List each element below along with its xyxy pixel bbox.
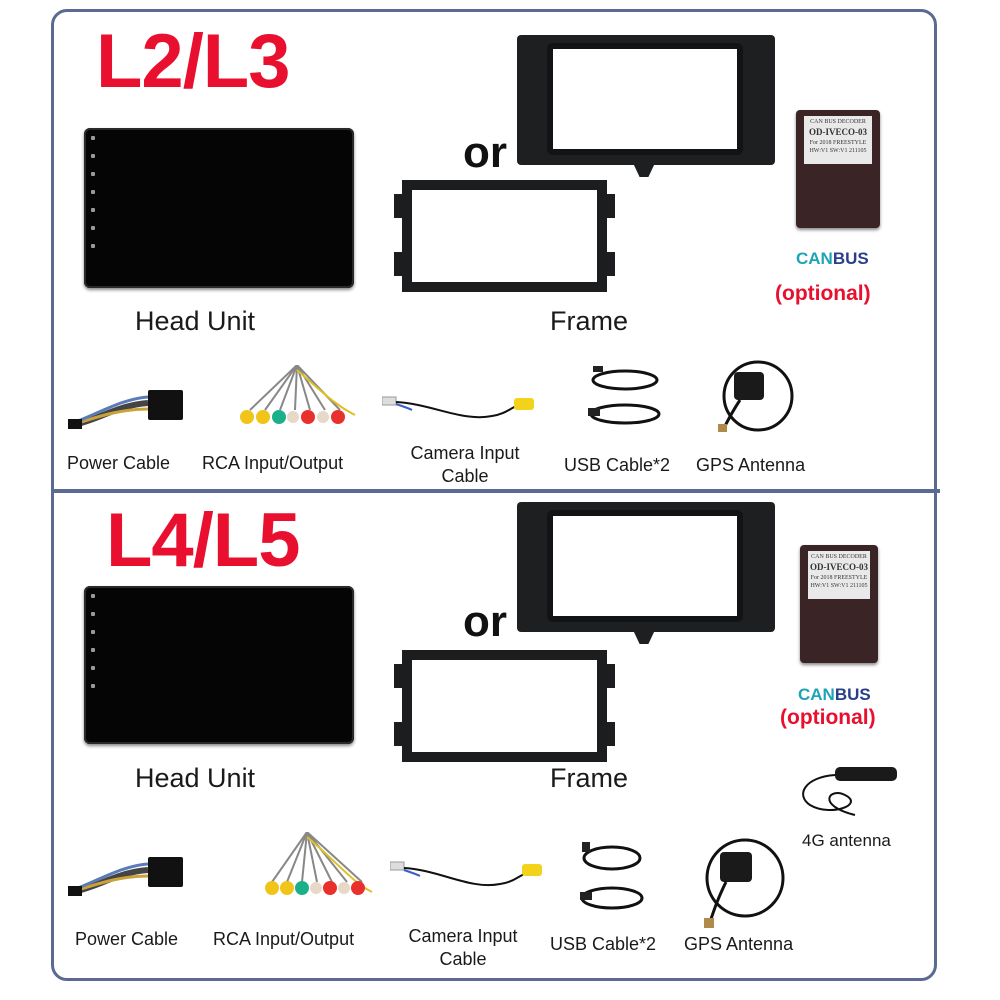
4g-antenna-image: [795, 765, 905, 825]
or-text: or: [463, 128, 507, 177]
frame-image-b: [394, 180, 615, 292]
canbus-label: CANBUS: [796, 249, 869, 268]
canbus-module-label: CAN BUS DECODER OD-IVECO-03 For 2018 FRE…: [808, 551, 870, 599]
usb-cable-image: [572, 838, 657, 918]
head-unit-label: Head Unit: [135, 763, 256, 793]
head-unit-label: Head Unit: [135, 306, 256, 336]
4g-antenna-label: 4G antenna: [802, 831, 891, 850]
usb-cable-label: USB Cable*2: [564, 455, 671, 475]
rca-cable-image: [262, 832, 387, 902]
optional-label: (optional): [775, 282, 871, 305]
power-cable-label: Power Cable: [67, 453, 171, 473]
canbus-label: CANBUS: [798, 685, 871, 704]
gps-antenna-image: [690, 838, 790, 933]
rca-label: RCA Input/Output: [213, 929, 355, 949]
camera-cable-image: [382, 392, 537, 432]
head-unit-side-buttons: [89, 136, 97, 248]
rca-label: RCA Input/Output: [202, 453, 344, 473]
camera-cable-image: [390, 860, 545, 900]
frame-image-a: [517, 502, 775, 644]
optional-label: (optional): [780, 706, 876, 729]
canbus-module-label: CAN BUS DECODER OD-IVECO-03 For 2018 FRE…: [804, 116, 872, 164]
head-unit-image: [84, 586, 354, 744]
usb-cable-image: [583, 362, 668, 432]
frame-image-a: [517, 35, 775, 177]
canbus-decoder-image: CAN BUS DECODER OD-IVECO-03 For 2018 FRE…: [800, 545, 878, 663]
section-divider: [51, 489, 940, 493]
canbus-decoder-image: CAN BUS DECODER OD-IVECO-03 For 2018 FRE…: [796, 110, 880, 228]
power-cable-label: Power Cable: [75, 929, 179, 949]
head-unit-side-buttons: [89, 594, 97, 688]
or-text: or: [463, 597, 507, 646]
head-unit-image: [84, 128, 354, 288]
gps-antenna-image: [710, 360, 800, 440]
usb-cable-label: USB Cable*2: [550, 934, 657, 954]
frame-label: Frame: [550, 763, 629, 793]
variant-title: L2/L3: [96, 19, 290, 104]
rca-cable-image: [235, 365, 360, 435]
gps-antenna-label: GPS Antenna: [696, 455, 806, 475]
frame-label: Frame: [550, 306, 629, 336]
gps-antenna-label: GPS Antenna: [684, 934, 794, 954]
variant-title: L4/L5: [106, 498, 300, 583]
package-contents-border: [51, 9, 937, 981]
frame-image-b: [394, 650, 615, 762]
power-cable-image: [68, 852, 183, 902]
power-cable-image: [68, 385, 183, 435]
